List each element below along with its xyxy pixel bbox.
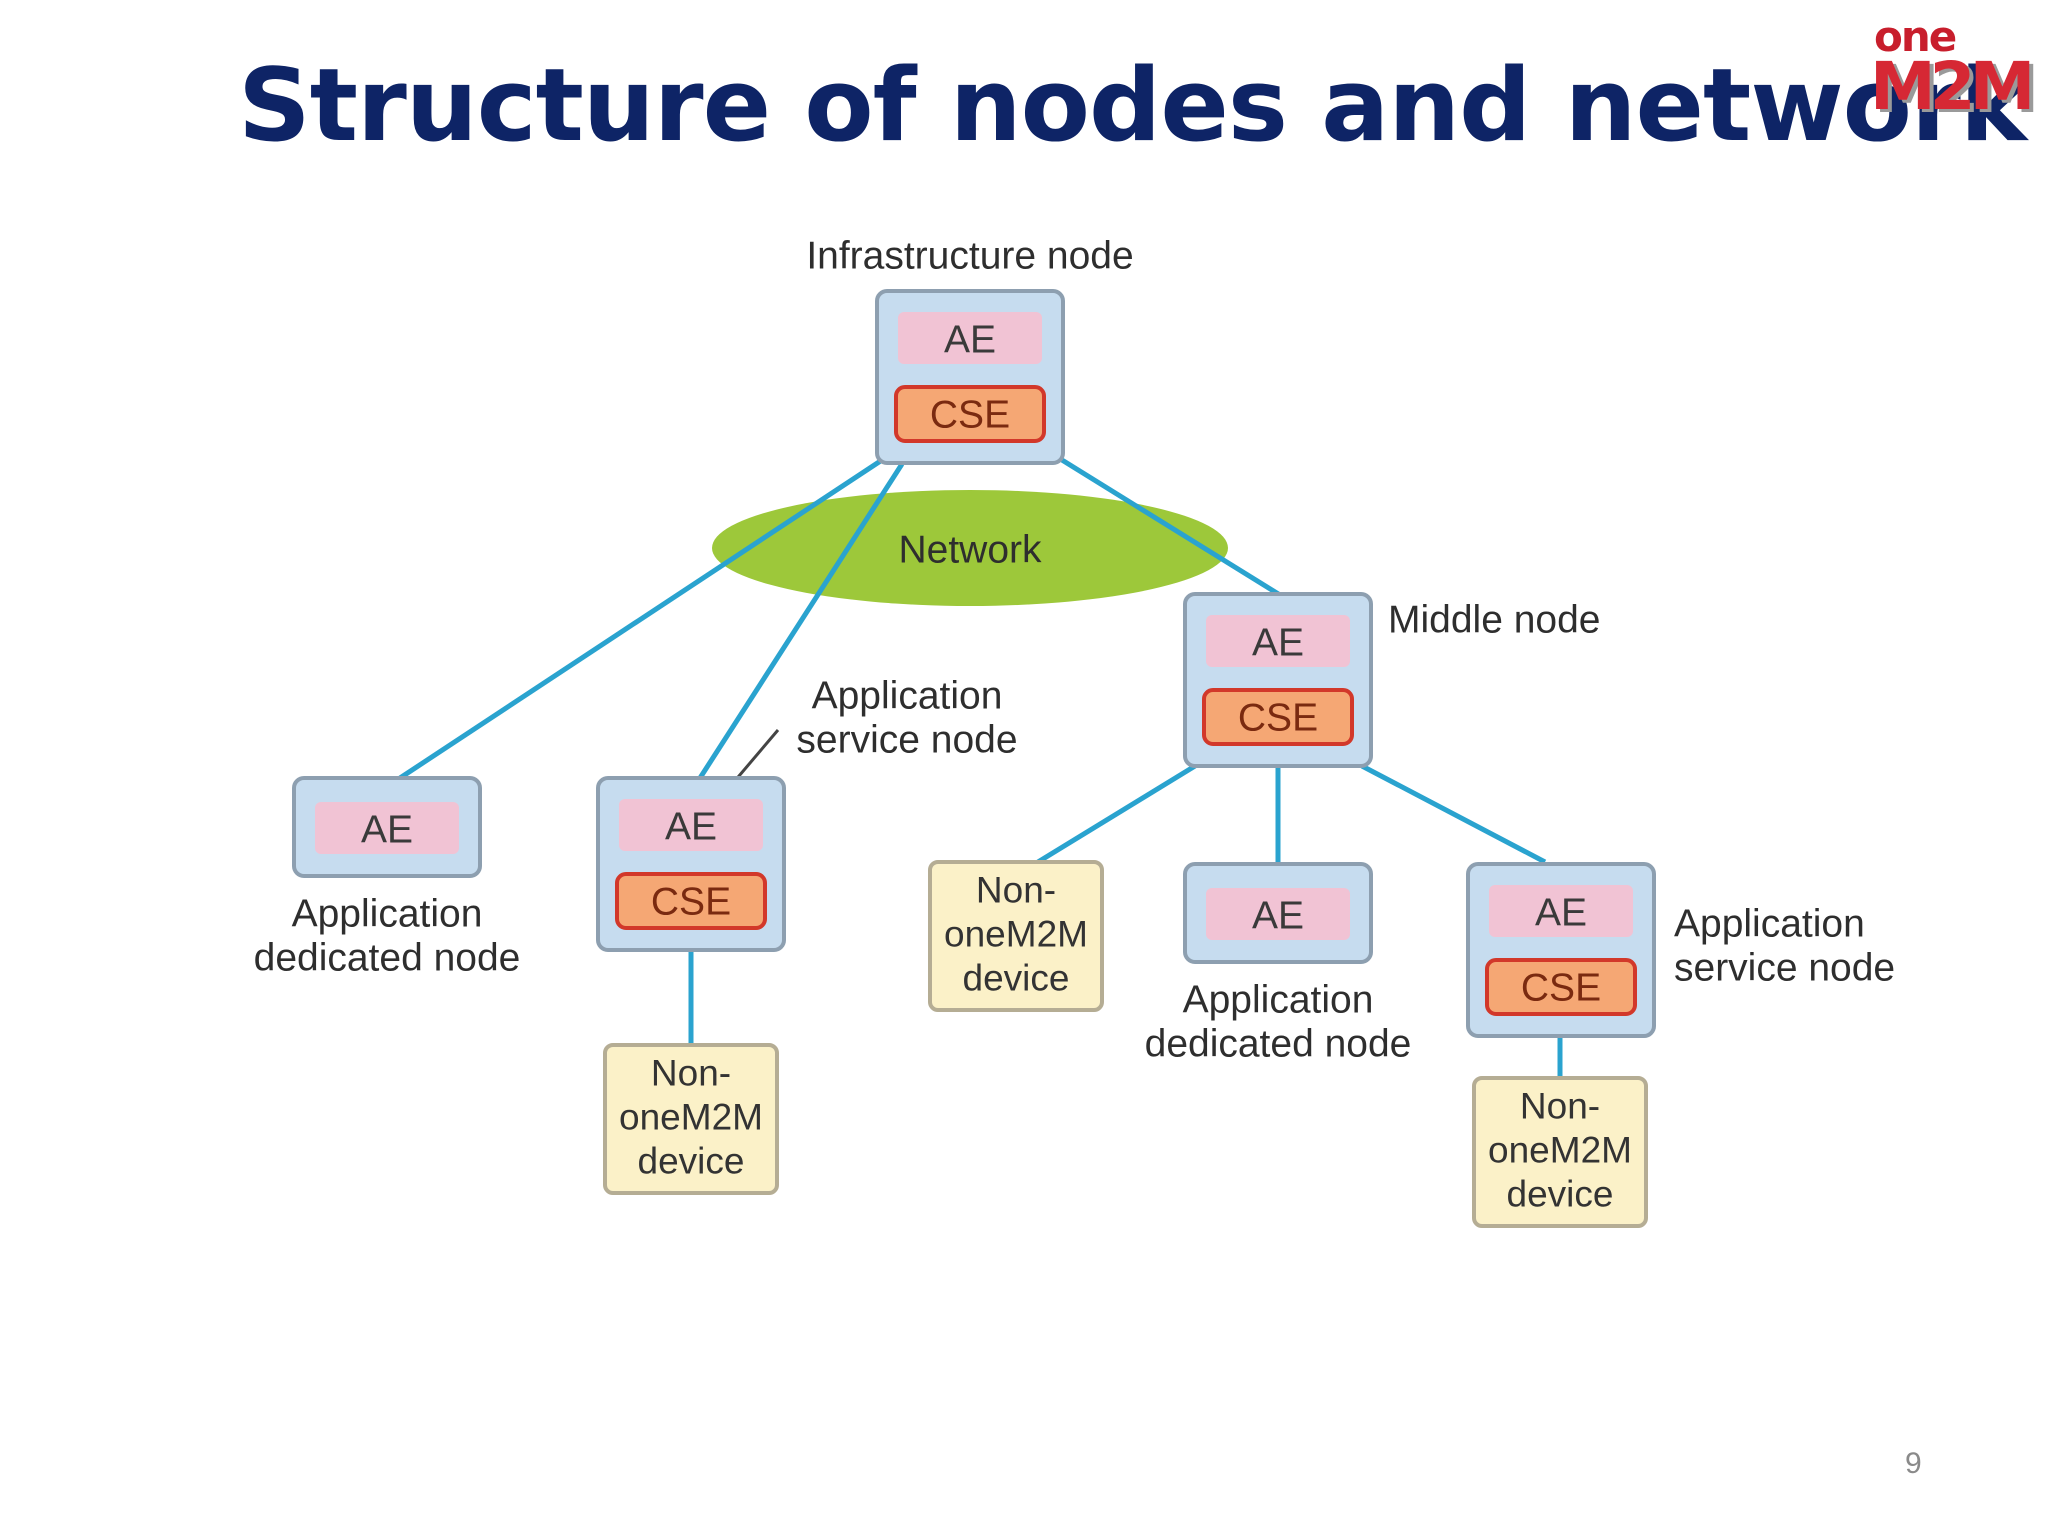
- device-box: [1472, 1076, 1648, 1228]
- app-service-node-left: AE CSE: [596, 776, 786, 952]
- app-dedicated-node-left-label-line1: Application: [292, 893, 483, 936]
- link-middle-to-device: [1036, 763, 1197, 865]
- network-label: Network: [898, 529, 1042, 572]
- non-onem2m-device-right: Non- oneM2M device: [1472, 1076, 1648, 1228]
- app-service-node-left-label-line2: service node: [796, 719, 1017, 762]
- app-service-node-left-label-line1: Application: [812, 675, 1003, 718]
- device-label-line1: Non-: [976, 870, 1056, 911]
- device-label-line3: device: [638, 1141, 745, 1182]
- device-label-line3: device: [963, 958, 1070, 999]
- link-middle-to-service-2: [1360, 763, 1547, 865]
- ae-block: [315, 802, 459, 854]
- link-infra-to-dedicated-1: [398, 457, 884, 781]
- ae-label: AE: [361, 809, 413, 852]
- device-label-line1: Non-: [1520, 1086, 1600, 1127]
- ae-label: AE: [665, 806, 717, 849]
- app-service-node-right: AE CSE: [1466, 862, 1656, 1038]
- device-label-line2: oneM2M: [619, 1097, 763, 1138]
- device-label-line3: device: [1507, 1174, 1614, 1215]
- infrastructure-node: AE CSE: [875, 289, 1065, 465]
- device-label-line2: oneM2M: [944, 914, 1088, 955]
- ae-block: [898, 312, 1042, 364]
- app-service-node-right-label-line1: Application: [1674, 903, 1865, 946]
- cse-block: [1485, 958, 1637, 1016]
- link-infra-to-service-1: [697, 462, 905, 780]
- cse-block: [894, 385, 1046, 443]
- logo-m2m-text: M2M: [1870, 48, 2035, 125]
- device-box: [603, 1043, 779, 1195]
- onem2m-logo: one M2M: [1870, 12, 2040, 125]
- ae-block: [1206, 615, 1350, 667]
- middle-node-label: Middle node: [1388, 599, 1600, 642]
- cse-block: [1202, 688, 1354, 746]
- logo-one-text: one: [1874, 12, 1957, 61]
- device-label-line1: Non-: [651, 1053, 731, 1094]
- app-dedicated-node-right: AE: [1183, 862, 1373, 964]
- infrastructure-node-label: Infrastructure node: [806, 235, 1133, 278]
- slide-title: Structure of nodes and network: [238, 46, 2027, 164]
- ae-label: AE: [1535, 892, 1587, 935]
- page-number: 9: [1905, 1447, 1922, 1480]
- app-dedicated-node-right-label-line1: Application: [1183, 979, 1374, 1022]
- cse-label: CSE: [1521, 967, 1601, 1010]
- connection-lines: [398, 457, 1563, 1080]
- ae-block: [1206, 888, 1350, 940]
- app-service-node-right-label-line2: service node: [1674, 947, 1895, 990]
- device-box: [928, 860, 1104, 1012]
- cse-block: [615, 872, 767, 930]
- ae-label: AE: [944, 319, 996, 362]
- ae-block: [1489, 885, 1633, 937]
- app-dedicated-node-left-label-line2: dedicated node: [254, 937, 521, 980]
- cse-label: CSE: [930, 394, 1010, 437]
- non-onem2m-device-middle: Non- oneM2M device: [928, 860, 1104, 1012]
- app-dedicated-node-right-label-line2: dedicated node: [1145, 1023, 1412, 1066]
- app-dedicated-node-left: AE: [292, 776, 482, 878]
- link-infra-to-middle: [1060, 457, 1282, 598]
- cse-label: CSE: [651, 881, 731, 924]
- device-label-line2: oneM2M: [1488, 1130, 1632, 1171]
- middle-node: AE CSE: [1183, 592, 1373, 768]
- ae-block: [619, 799, 763, 851]
- ae-label: AE: [1252, 895, 1304, 938]
- ae-label: AE: [1252, 622, 1304, 665]
- non-onem2m-device-left: Non- oneM2M device: [603, 1043, 779, 1195]
- cse-label: CSE: [1238, 697, 1318, 740]
- network-ellipse: [712, 490, 1228, 606]
